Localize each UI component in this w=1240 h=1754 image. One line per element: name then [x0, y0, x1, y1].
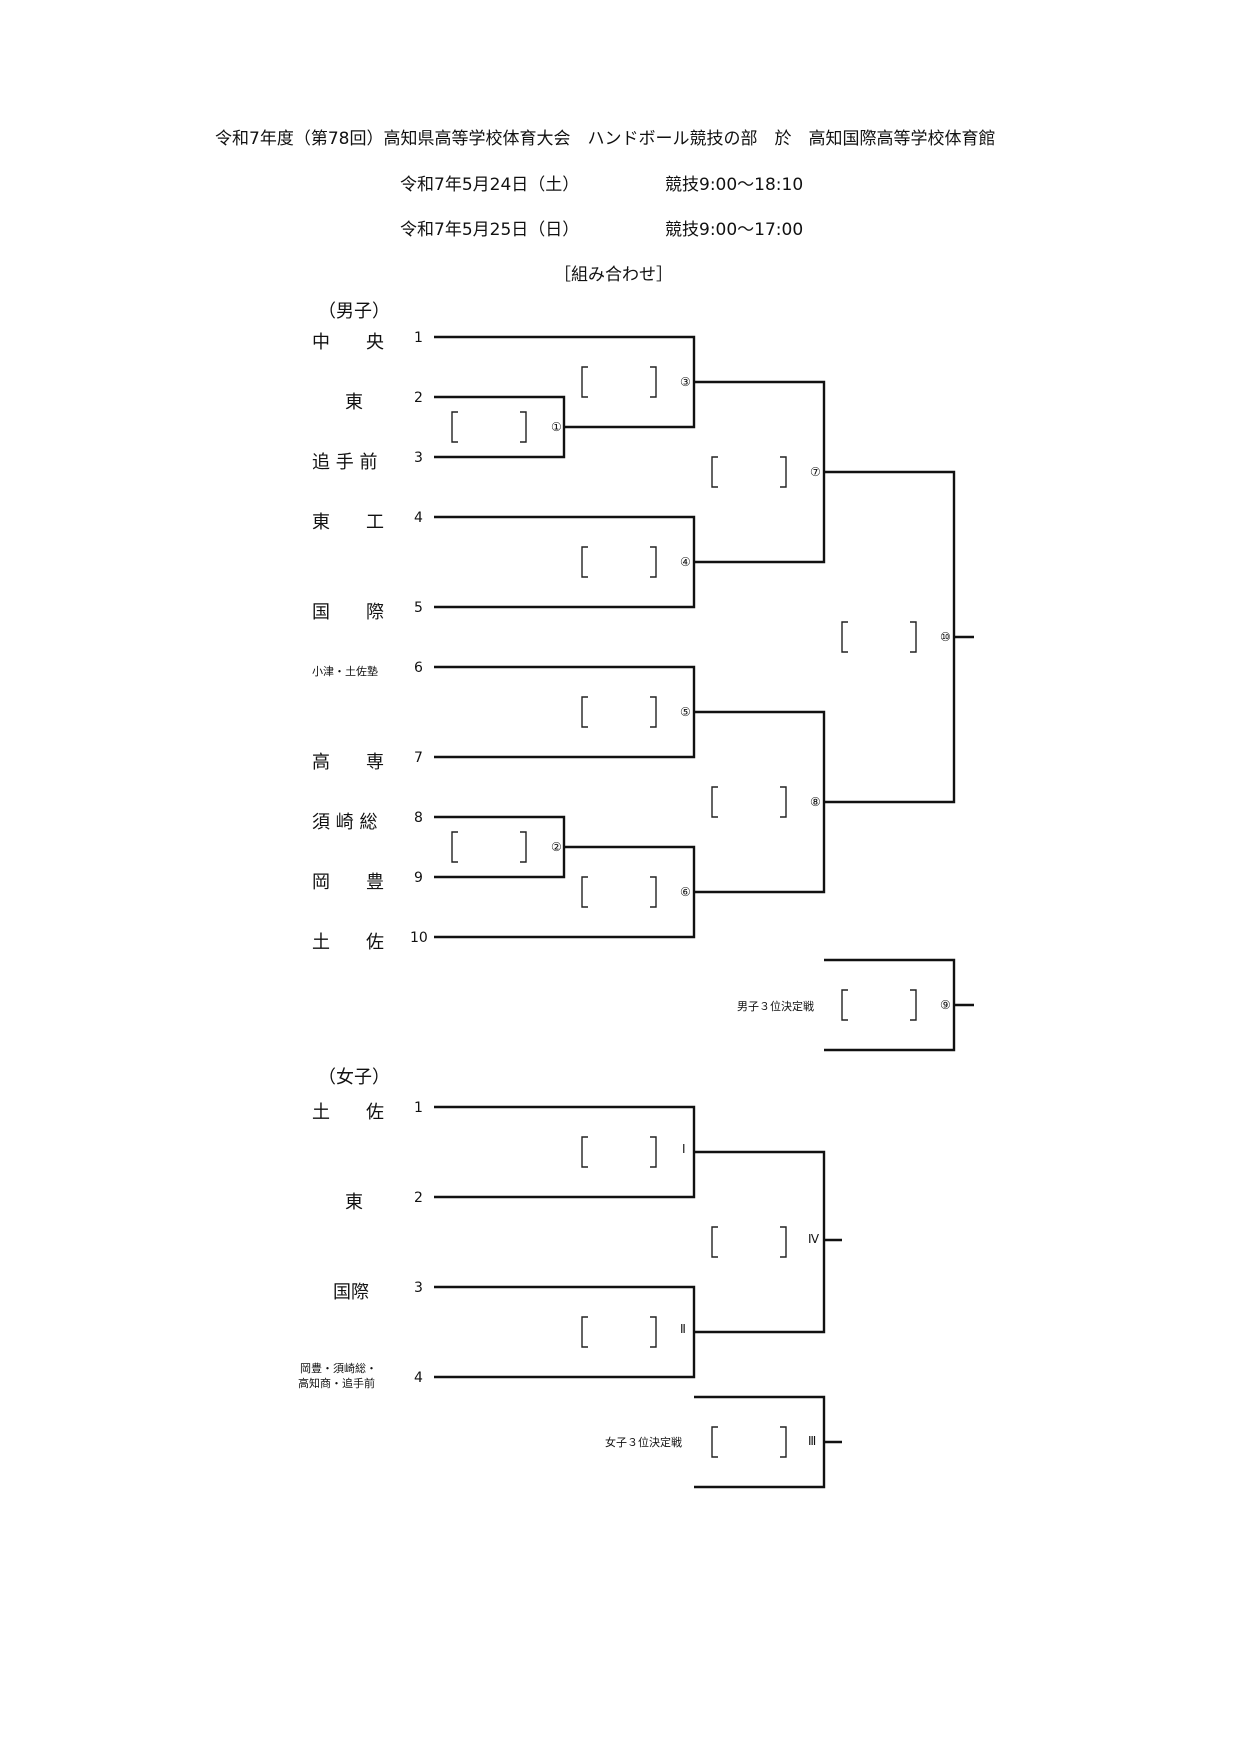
girls-match-final: Ⅳ [808, 1232, 820, 1246]
boys-team-9: 岡 豊 [312, 872, 384, 893]
day1-time: 競技9:00～18:10 [665, 175, 804, 195]
boys-bracket-match8 [694, 710, 826, 894]
girls-team-4-line2: 高知商・追手前 [298, 1377, 375, 1390]
boys-match-3: ③ [680, 375, 691, 389]
girls-section-label: （女子） [318, 1067, 390, 1088]
girls-score-boxes [581, 1136, 787, 1458]
girls-seed-2: 2 [414, 1190, 423, 1206]
bracket-subtitle: ［組み合わせ］ [554, 265, 673, 285]
day1-date: 令和7年5月24日（土） [400, 175, 580, 195]
girls-bracket-third [694, 1395, 826, 1489]
boys-score-boxes [451, 366, 917, 1021]
boys-bracket-final-box [824, 470, 956, 804]
girls-third-place-label: 女子３位決定戦 [605, 1436, 682, 1449]
boys-bracket-third [824, 958, 956, 1052]
girls-team-1: 土 佐 [312, 1102, 384, 1123]
boys-seed-5: 5 [414, 600, 423, 616]
boys-section-label: （男子） [318, 301, 390, 322]
boys-team-1: 中 央 [312, 332, 384, 353]
girls-team-3: 国際 [333, 1282, 369, 1303]
boys-bracket-match6 [434, 845, 696, 939]
girls-match-third: Ⅲ [808, 1434, 817, 1448]
boys-match-final: ⑩ [940, 630, 951, 644]
boys-seed-6: 6 [414, 660, 423, 676]
boys-match-8: ⑧ [810, 795, 821, 809]
boys-team-3: 追 手 前 [312, 452, 378, 473]
boys-team-2: 東 [345, 392, 363, 413]
girls-team-2: 東 [345, 1192, 363, 1213]
boys-match-7: ⑦ [810, 465, 821, 479]
day2-date: 令和7年5月25日（日） [400, 220, 580, 240]
boys-match-third: ⑨ [940, 998, 951, 1012]
girls-bracket-match1 [434, 1105, 696, 1199]
boys-seed-7: 7 [414, 750, 423, 766]
boys-bracket-match2 [434, 815, 566, 879]
boys-team-7: 高 専 [312, 752, 384, 773]
boys-team-8: 須 崎 総 [312, 812, 378, 833]
boys-team-4: 東 工 [312, 512, 384, 533]
girls-seed-1: 1 [414, 1100, 423, 1116]
boys-seed-1: 1 [414, 330, 423, 346]
girls-seed-3: 3 [414, 1280, 423, 1296]
boys-seed-4: 4 [414, 510, 423, 526]
boys-seed-10: 10 [410, 930, 428, 946]
girls-match-2: Ⅱ [680, 1322, 686, 1336]
boys-team-5: 国 際 [312, 602, 384, 623]
boys-bracket-match4 [434, 515, 696, 609]
girls-bracket-final [694, 1150, 826, 1334]
tournament-title: 令和7年度（第78回）高知県高等学校体育大会 ハンドボール競技の部 於 高知国際… [215, 129, 996, 149]
boys-seed-3: 3 [414, 450, 423, 466]
boys-bracket-match1 [434, 395, 566, 459]
girls-team-4-line1: 岡豊・須崎総・ [300, 1362, 377, 1375]
boys-match-4: ④ [680, 555, 691, 569]
day2-time: 競技9:00～17:00 [665, 220, 804, 240]
girls-match-1: Ⅰ [682, 1142, 686, 1156]
boys-match-6: ⑥ [680, 885, 691, 899]
boys-seed-2: 2 [414, 390, 423, 406]
boys-match-1: ① [551, 420, 562, 434]
boys-match-5: ⑤ [680, 705, 691, 719]
boys-third-place-label: 男子３位決定戦 [737, 1000, 814, 1013]
boys-team-10: 土 佐 [312, 932, 384, 953]
boys-bracket-match7 [694, 380, 826, 564]
boys-team-6: 小津・土佐塾 [312, 665, 378, 678]
boys-seed-9: 9 [414, 870, 423, 886]
boys-bracket-match5 [434, 665, 696, 759]
girls-bracket-match2 [434, 1285, 696, 1379]
boys-match-2: ② [551, 840, 562, 854]
girls-seed-4: 4 [414, 1370, 423, 1386]
boys-seed-8: 8 [414, 810, 423, 826]
